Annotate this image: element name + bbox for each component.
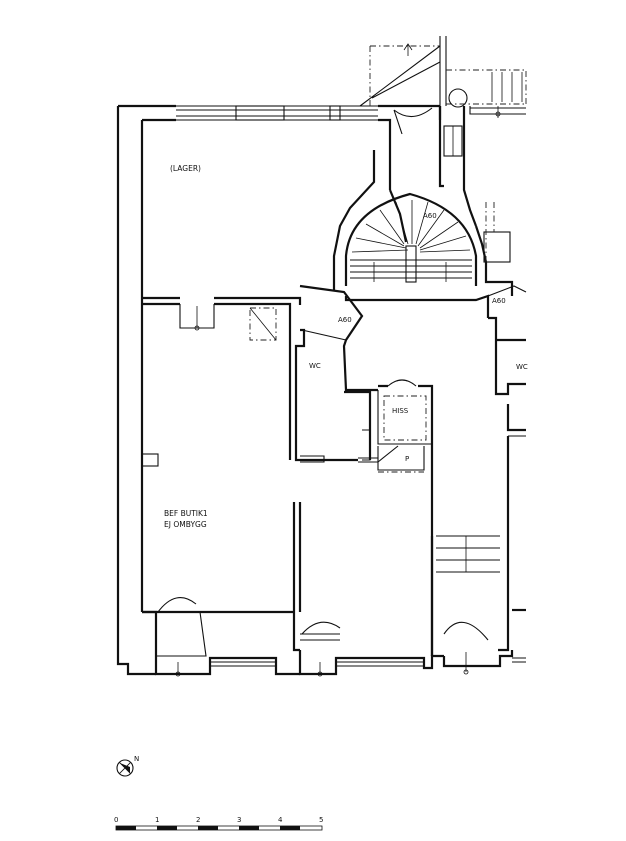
dashed-fixtures: [249, 307, 277, 341]
room-label-lager: (LAGER): [170, 164, 201, 173]
north-arrow: N: [116, 755, 139, 777]
room-label-wc-right: WC: [516, 363, 528, 371]
scale-tick-3: 3: [237, 816, 241, 824]
fire-door-labels: A60 A60 A60: [338, 212, 506, 324]
scale-tick-2: 2: [196, 816, 200, 824]
core-walls: [294, 284, 434, 656]
fire-door-label-hall-right: A60: [492, 297, 506, 305]
butik-walls: [141, 453, 526, 677]
room-label-hiss: HISS: [392, 407, 409, 415]
exterior-walls: [116, 104, 442, 676]
room-label-butik-line2: EJ OMBYGG: [164, 520, 207, 529]
spiral-stair: [344, 192, 478, 286]
scale-tick-4: 4: [278, 816, 283, 824]
fire-door-label-hall-left: A60: [338, 316, 352, 324]
lager-walls: [142, 150, 408, 460]
room-label-p: P: [405, 455, 409, 463]
scale-tick-5: 5: [319, 816, 323, 824]
fire-door-label-stair: A60: [423, 212, 437, 220]
scale-bar: 0 1 2 3 4 5: [114, 816, 323, 831]
scale-tick-0: 0: [114, 816, 118, 824]
right-walls: [344, 202, 527, 652]
room-label-butik-line1: BEF BUTIK1: [164, 509, 208, 518]
north-label: N: [134, 755, 139, 763]
room-label-wc-left: WC: [309, 362, 321, 370]
room-labels: (LAGER) BEF BUTIK1 EJ OMBYGG WC WC HISS …: [164, 164, 528, 529]
scale-tick-1: 1: [155, 816, 159, 824]
upper-entrance: [359, 36, 527, 227]
